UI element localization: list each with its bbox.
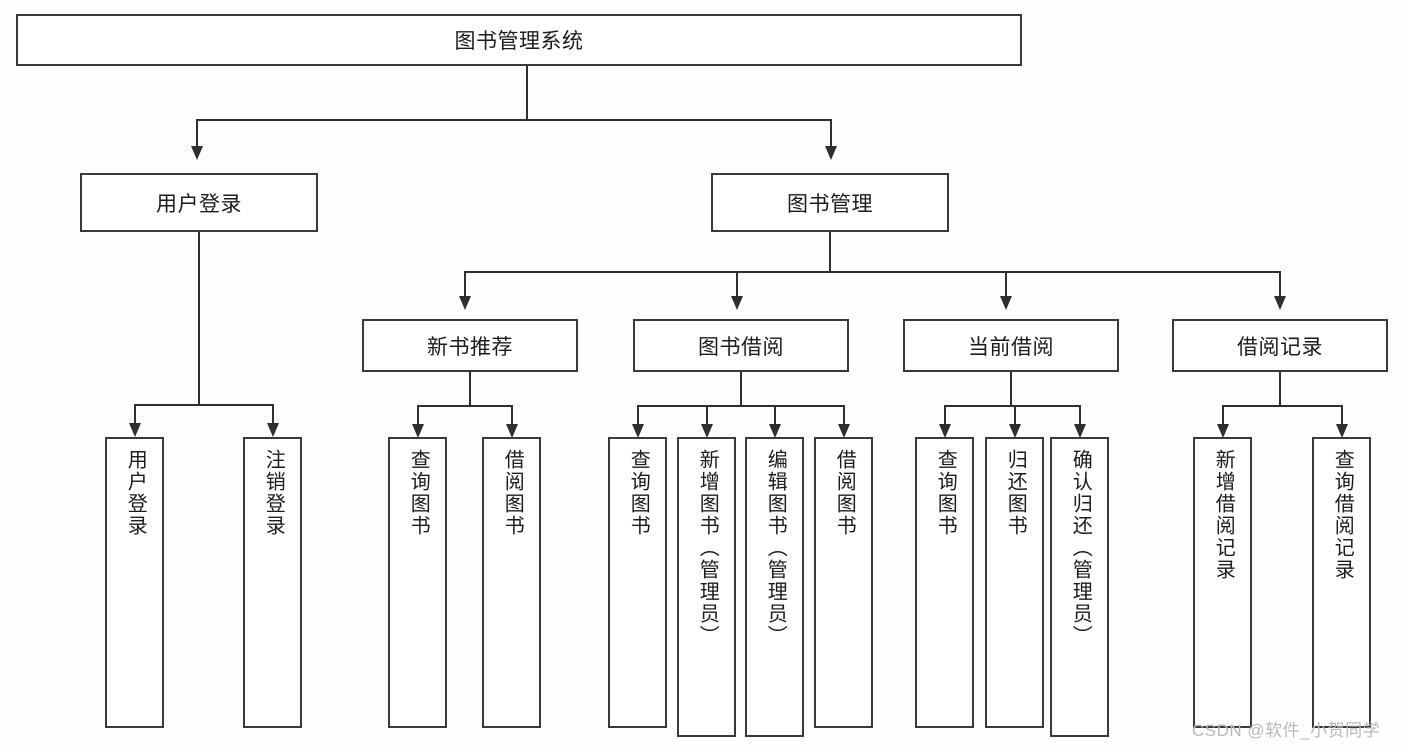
arrow-leaf-logout (267, 423, 279, 437)
edge-current-borrow-bar (944, 405, 1080, 407)
arrow-leaf-return-book (1009, 424, 1021, 438)
edge-drop-book-borrow (736, 271, 738, 297)
leaf-add-book[interactable]: 新增图书（管理员） (677, 437, 736, 737)
leaf-borrow-book-2[interactable]: 借阅图书 (814, 437, 873, 728)
leaf-return-book[interactable]: 归还图书 (985, 437, 1044, 728)
arrow-leaf-user-login (129, 423, 141, 437)
edge-borrow-record-bar (1222, 405, 1342, 407)
leaf-query-record[interactable]: 查询借阅记录 (1312, 437, 1371, 728)
arrow-leaf-add-book (701, 424, 713, 438)
edge-level2-bar (196, 119, 832, 121)
edge-drop-leaf-add-book (706, 405, 708, 425)
edge-drop-new-book-recommend (464, 271, 466, 297)
node-label: 图书管理系统 (454, 30, 584, 53)
edge-drop-book-management (830, 119, 832, 147)
node-book-management[interactable]: 图书管理 (711, 173, 949, 232)
leaf-confirm-return[interactable]: 确认归还（管理员） (1050, 437, 1109, 737)
edge-drop-leaf-logout (272, 404, 274, 424)
csdn-watermark: CSDN @软件_小贺同学 (1192, 721, 1381, 740)
leaf-logout[interactable]: 注销登录 (243, 437, 302, 728)
arrow-borrow-record (1274, 296, 1286, 310)
node-root-book-management-system[interactable]: 图书管理系统 (16, 14, 1022, 66)
edge-user-login-stem (198, 232, 200, 405)
arrow-user-login (191, 146, 203, 160)
edge-drop-leaf-borrow-book-1 (511, 405, 513, 425)
edge-drop-leaf-query-book-2 (637, 405, 639, 425)
edge-drop-leaf-query-book-1 (417, 405, 419, 425)
leaf-query-book-1[interactable]: 查询图书 (388, 437, 447, 728)
node-new-book-recommend[interactable]: 新书推荐 (362, 319, 578, 372)
edge-level3-bar (464, 271, 1280, 273)
node-label: 当前借阅 (968, 335, 1054, 359)
edge-drop-current-borrow (1005, 271, 1007, 297)
edge-new-book-recommend-stem (469, 372, 471, 406)
edge-root-stem (526, 66, 528, 120)
edge-drop-leaf-return-book (1014, 405, 1016, 425)
edge-drop-leaf-query-record (1341, 405, 1343, 425)
edge-book-borrow-stem (740, 372, 742, 406)
node-label: 新书推荐 (427, 335, 513, 359)
node-label: 用户登录 (156, 192, 242, 216)
edge-drop-user-login (196, 119, 198, 147)
node-label: 借阅记录 (1237, 335, 1323, 359)
arrow-book-management (825, 146, 837, 160)
node-label: 图书管理 (787, 192, 873, 216)
edge-drop-borrow-record (1279, 271, 1281, 297)
arrow-book-borrow (731, 296, 743, 310)
leaf-borrow-book-1[interactable]: 借阅图书 (482, 437, 541, 728)
node-current-borrow[interactable]: 当前借阅 (903, 319, 1119, 372)
edge-current-borrow-stem (1010, 372, 1012, 406)
edge-new-book-recommend-bar (417, 405, 513, 407)
edge-user-login-bar (134, 404, 274, 406)
edge-drop-leaf-add-record (1222, 405, 1224, 425)
edge-drop-leaf-borrow-book-2 (843, 405, 845, 425)
leaf-edit-book[interactable]: 编辑图书（管理员） (745, 437, 804, 737)
edge-drop-leaf-query-book-3 (944, 405, 946, 425)
leaf-user-login[interactable]: 用户登录 (105, 437, 164, 728)
arrow-leaf-borrow-book-1 (506, 424, 518, 438)
node-label: 图书借阅 (698, 335, 784, 359)
edge-drop-leaf-user-login (134, 404, 136, 424)
edge-borrow-record-stem (1279, 372, 1281, 406)
edge-drop-leaf-confirm-return (1079, 405, 1081, 425)
leaf-add-record[interactable]: 新增借阅记录 (1193, 437, 1252, 728)
edge-drop-leaf-edit-book (774, 405, 776, 425)
leaf-query-book-3[interactable]: 查询图书 (915, 437, 974, 728)
arrow-leaf-edit-book (769, 424, 781, 438)
arrow-leaf-query-book-3 (939, 424, 951, 438)
edge-book-borrow-bar (637, 405, 845, 407)
edge-book-management-stem (829, 232, 831, 272)
arrow-current-borrow (1000, 296, 1012, 310)
arrow-leaf-query-record (1336, 424, 1348, 438)
arrow-leaf-borrow-book-2 (838, 424, 850, 438)
arrow-leaf-query-book-2 (632, 424, 644, 438)
arrow-leaf-confirm-return (1074, 424, 1086, 438)
node-book-borrow[interactable]: 图书借阅 (633, 319, 849, 372)
arrow-new-book-recommend (459, 296, 471, 310)
node-user-login[interactable]: 用户登录 (80, 173, 318, 232)
node-borrow-record[interactable]: 借阅记录 (1172, 319, 1388, 372)
leaf-query-book-2[interactable]: 查询图书 (608, 437, 667, 728)
arrow-leaf-query-book-1 (412, 424, 424, 438)
arrow-leaf-add-record (1217, 424, 1229, 438)
